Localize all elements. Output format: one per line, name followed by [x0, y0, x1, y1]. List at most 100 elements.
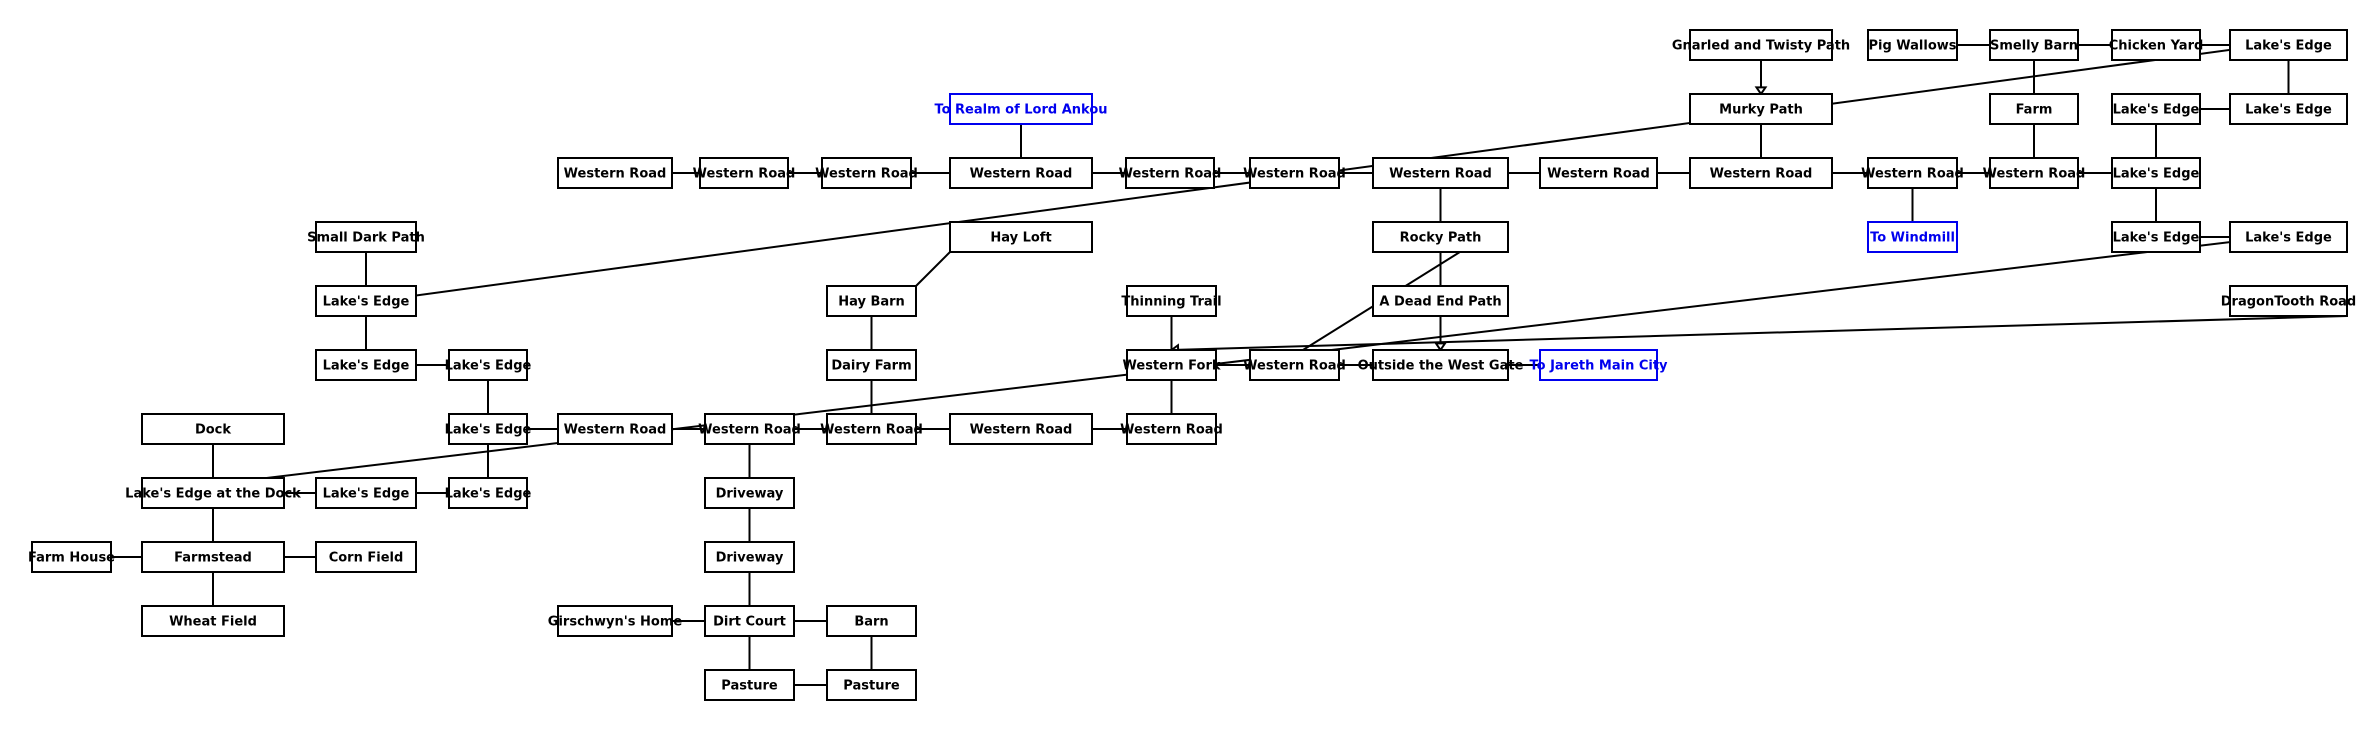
room-label: Farm [2016, 103, 2053, 118]
room-node[interactable]: Western Road [557, 157, 673, 189]
room-node[interactable]: Lake's Edge [445, 413, 532, 445]
room-node[interactable]: Hay Loft [949, 221, 1093, 253]
room-label: Pig Wallows [1868, 39, 1956, 54]
room-label: Outside the West Gate [1358, 359, 1524, 374]
room-box [2111, 221, 2201, 253]
room-box [1249, 157, 1340, 189]
room-node[interactable]: Driveway [704, 541, 795, 573]
room-label: Lake's Edge [445, 359, 532, 374]
room-node[interactable]: Pasture [704, 669, 795, 701]
room-node[interactable]: Western Fork [1123, 349, 1221, 381]
room-node[interactable]: Farm House [28, 541, 115, 573]
room-node[interactable]: Lake's Edge [315, 477, 417, 509]
room-node[interactable]: Wheat Field [141, 605, 285, 637]
room-node[interactable]: Murky Path [1689, 93, 1833, 125]
room-box [2229, 93, 2348, 125]
room-label: Lake's Edge [323, 359, 410, 374]
room-node[interactable]: Lake's Edge [2229, 93, 2348, 125]
room-node[interactable]: Hay Barn [826, 285, 917, 317]
room-label: Western Road [815, 167, 918, 182]
room-node[interactable]: Gnarled and Twisty Path [1672, 29, 1850, 61]
room-node[interactable]: Western Road [1539, 157, 1658, 189]
room-box [315, 541, 417, 573]
map-link-node[interactable]: To Jareth Main City [1529, 349, 1668, 381]
room-node[interactable]: Western Road [1372, 157, 1509, 189]
room-label: To Realm of Lord Ankou [934, 103, 1107, 118]
room-label: Lake's Edge [2113, 103, 2200, 118]
room-box [315, 477, 417, 509]
room-label: Western Road [1119, 167, 1222, 182]
room-node[interactable]: Dirt Court [704, 605, 795, 637]
room-node[interactable]: Lake's Edge [2229, 29, 2348, 61]
room-node[interactable]: Dock [141, 413, 285, 445]
room-node[interactable]: Lake's Edge [315, 349, 417, 381]
connection-line [1171, 315, 2348, 351]
room-node[interactable]: Western Road [1861, 157, 1964, 189]
room-label: Farmstead [174, 551, 252, 566]
room-node[interactable]: Western Road [698, 413, 801, 445]
room-node[interactable]: Western Road [693, 157, 796, 189]
room-box [2229, 221, 2348, 253]
room-node[interactable]: Western Road [949, 157, 1093, 189]
room-node[interactable]: Barn [826, 605, 917, 637]
room-node[interactable]: Thinning Trail [1121, 285, 1222, 317]
room-node[interactable]: Western Road [557, 413, 673, 445]
room-box [1372, 285, 1509, 317]
room-node[interactable]: Lake's Edge at the Dock [125, 477, 301, 509]
room-label: Pasture [843, 679, 900, 694]
room-node[interactable]: Farmstead [141, 541, 285, 573]
room-node[interactable]: Chicken Yard [2109, 29, 2204, 61]
room-box [1689, 93, 1833, 125]
room-node[interactable]: Pasture [826, 669, 917, 701]
room-box [1867, 221, 1958, 253]
room-box [31, 541, 112, 573]
room-node[interactable]: Driveway [704, 477, 795, 509]
room-node[interactable]: Farm [1989, 93, 2079, 125]
room-label: Dirt Court [713, 615, 786, 630]
room-label: Gnarled and Twisty Path [1672, 39, 1850, 54]
room-label: Rocky Path [1400, 231, 1482, 246]
room-label: Lake's Edge [2245, 39, 2332, 54]
room-label: Western Road [1389, 167, 1492, 182]
room-node[interactable]: Pig Wallows [1867, 29, 1958, 61]
room-node[interactable]: Western Road [949, 413, 1093, 445]
map-link-node[interactable]: To Realm of Lord Ankou [934, 93, 1108, 125]
room-box [826, 669, 917, 701]
room-label: Thinning Trail [1121, 295, 1221, 310]
room-label: Western Road [1243, 167, 1346, 182]
room-node[interactable]: Smelly Barn [1989, 29, 2079, 61]
room-node[interactable]: Rocky Path [1372, 221, 1509, 253]
room-node[interactable]: Lake's Edge [445, 477, 532, 509]
room-node[interactable]: Outside the West Gate [1358, 349, 1524, 381]
room-node[interactable]: Western Road [820, 413, 923, 445]
room-node[interactable]: Western Road [1983, 157, 2086, 189]
room-label: Western Road [1243, 359, 1346, 374]
room-node[interactable]: Lake's Edge [2111, 157, 2201, 189]
room-node[interactable]: Lake's Edge [445, 349, 532, 381]
room-node[interactable]: Lake's Edge [2111, 221, 2201, 253]
room-node[interactable]: Lake's Edge [2229, 221, 2348, 253]
room-node[interactable]: Small Dark Path [307, 221, 425, 253]
room-node[interactable]: Western Road [815, 157, 918, 189]
room-node[interactable]: Western Road [1243, 349, 1346, 381]
room-box [1372, 157, 1509, 189]
room-label: Hay Loft [990, 231, 1051, 246]
room-label: Lake's Edge [2245, 231, 2332, 246]
room-label: A Dead End Path [1379, 295, 1501, 310]
room-node[interactable]: Lake's Edge [2111, 93, 2201, 125]
room-node[interactable]: A Dead End Path [1372, 285, 1509, 317]
map-link-node[interactable]: To Windmill [1867, 221, 1958, 253]
room-node[interactable]: Girschwyn's Home [548, 605, 683, 637]
room-node[interactable]: Western Road [1689, 157, 1833, 189]
room-label: Lake's Edge [445, 423, 532, 438]
room-node[interactable]: DragonTooth Road [2221, 285, 2356, 317]
room-box [704, 605, 795, 637]
room-box [315, 221, 417, 253]
room-node[interactable]: Western Road [1119, 157, 1222, 189]
room-node[interactable]: Western Road [1120, 413, 1223, 445]
room-node[interactable]: Lake's Edge [315, 285, 417, 317]
room-node[interactable]: Corn Field [315, 541, 417, 573]
room-node[interactable]: Western Road [1243, 157, 1346, 189]
room-label: Farm House [28, 551, 115, 566]
room-node[interactable]: Dairy Farm [826, 349, 917, 381]
